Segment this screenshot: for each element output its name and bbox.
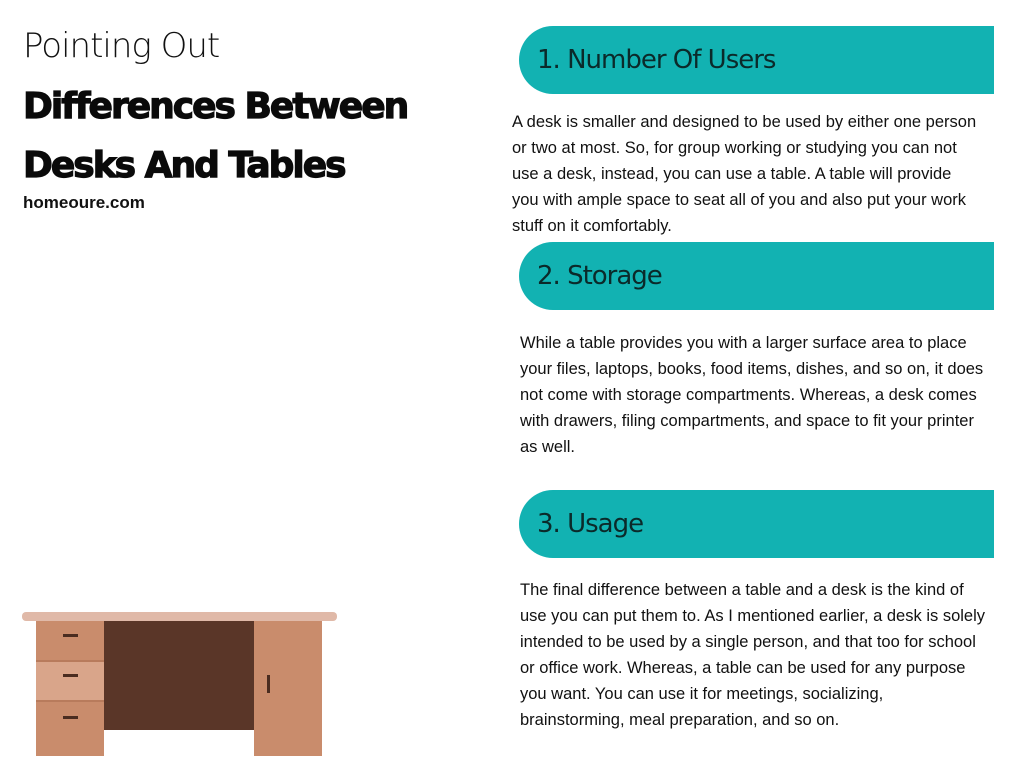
desk-right-cabinet — [254, 621, 322, 756]
desk-drawer-divider — [36, 660, 104, 662]
drawer-handle — [63, 674, 78, 677]
section-heading: 1. Number Of Users — [537, 45, 776, 75]
kicker-text: Pointing Out — [23, 26, 220, 66]
desk-drawer-divider — [36, 700, 104, 702]
drawer-handle — [63, 716, 78, 719]
section-heading: 2. Storage — [537, 261, 663, 291]
page-title-line-2: Desks And Tables — [22, 144, 347, 186]
desk-illustration — [22, 612, 337, 756]
page-title-line-1: Differences Between — [22, 85, 409, 127]
site-credit: homeoure.com — [23, 193, 145, 212]
cabinet-handle — [267, 675, 270, 693]
desk-back-panel — [104, 621, 254, 730]
section-body: The final difference between a table and… — [520, 581, 986, 729]
section-heading: 3. Usage — [537, 509, 644, 539]
drawer-handle — [63, 634, 78, 637]
section-body: While a table provides you with a larger… — [520, 334, 984, 456]
section-heading-banner: 3. Usage — [519, 490, 994, 558]
section-body: A desk is smaller and designed to be use… — [512, 113, 977, 235]
desk-top — [22, 612, 337, 621]
section-heading-banner: 2. Storage — [519, 242, 994, 310]
section-heading-banner: 1. Number Of Users — [519, 26, 994, 94]
desk-drawer-middle — [36, 661, 104, 701]
